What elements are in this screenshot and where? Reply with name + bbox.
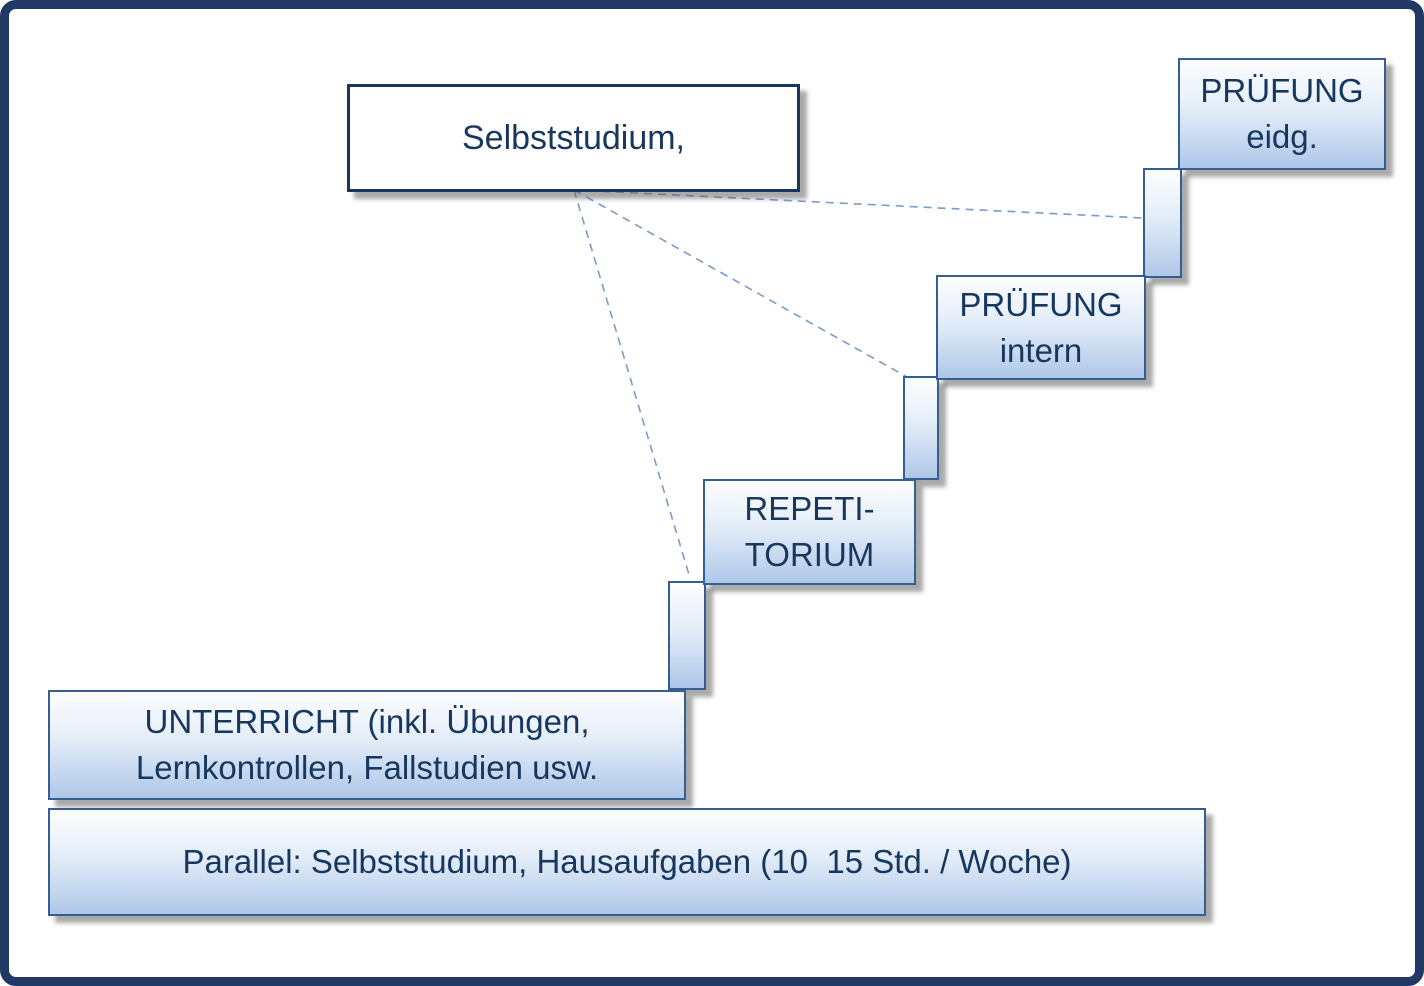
pruefung-intern-line1: PRÜFUNG — [959, 285, 1123, 323]
step-riser-middle — [903, 376, 939, 480]
repetitorium-line1: REPETI- — [744, 490, 875, 528]
step-riser-top — [1143, 168, 1182, 278]
dashed-connector-to-eidg-step — [573, 189, 1144, 219]
pruefung-intern-line2: intern — [999, 331, 1083, 369]
dashed-connector-to-unterricht-step — [573, 189, 691, 579]
parallel-bar: Parallel: Selbststudium, Hausaufgaben (1… — [48, 808, 1206, 916]
pruefung-eidg-line2: eidg. — [1246, 118, 1318, 155]
unterricht-line1: UNTERRICHT (inkl. Übungen, — [144, 703, 590, 741]
pruefung-intern-box: PRÜFUNG intern — [936, 275, 1146, 380]
selbststudium-label: Selbststudium, — [462, 118, 685, 157]
dashed-connector-to-intern-step — [573, 189, 908, 378]
unterricht-box: UNTERRICHT (inkl. Übungen, Lernkontrolle… — [48, 690, 686, 800]
step-riser-bottom — [668, 581, 706, 690]
parallel-label: Parallel: Selbststudium, Hausaufgaben (1… — [182, 843, 1072, 881]
unterricht-line2: Lernkontrollen, Fallstudien usw. — [135, 749, 599, 786]
pruefung-eidg-box: PRÜFUNG eidg. — [1178, 58, 1386, 170]
selbststudium-box: Selbststudium, — [347, 84, 800, 192]
pruefung-eidg-line1: PRÜFUNG — [1200, 72, 1364, 110]
repetitorium-line2: TORIUM — [744, 536, 875, 573]
repetitorium-box: REPETI- TORIUM — [703, 479, 916, 585]
